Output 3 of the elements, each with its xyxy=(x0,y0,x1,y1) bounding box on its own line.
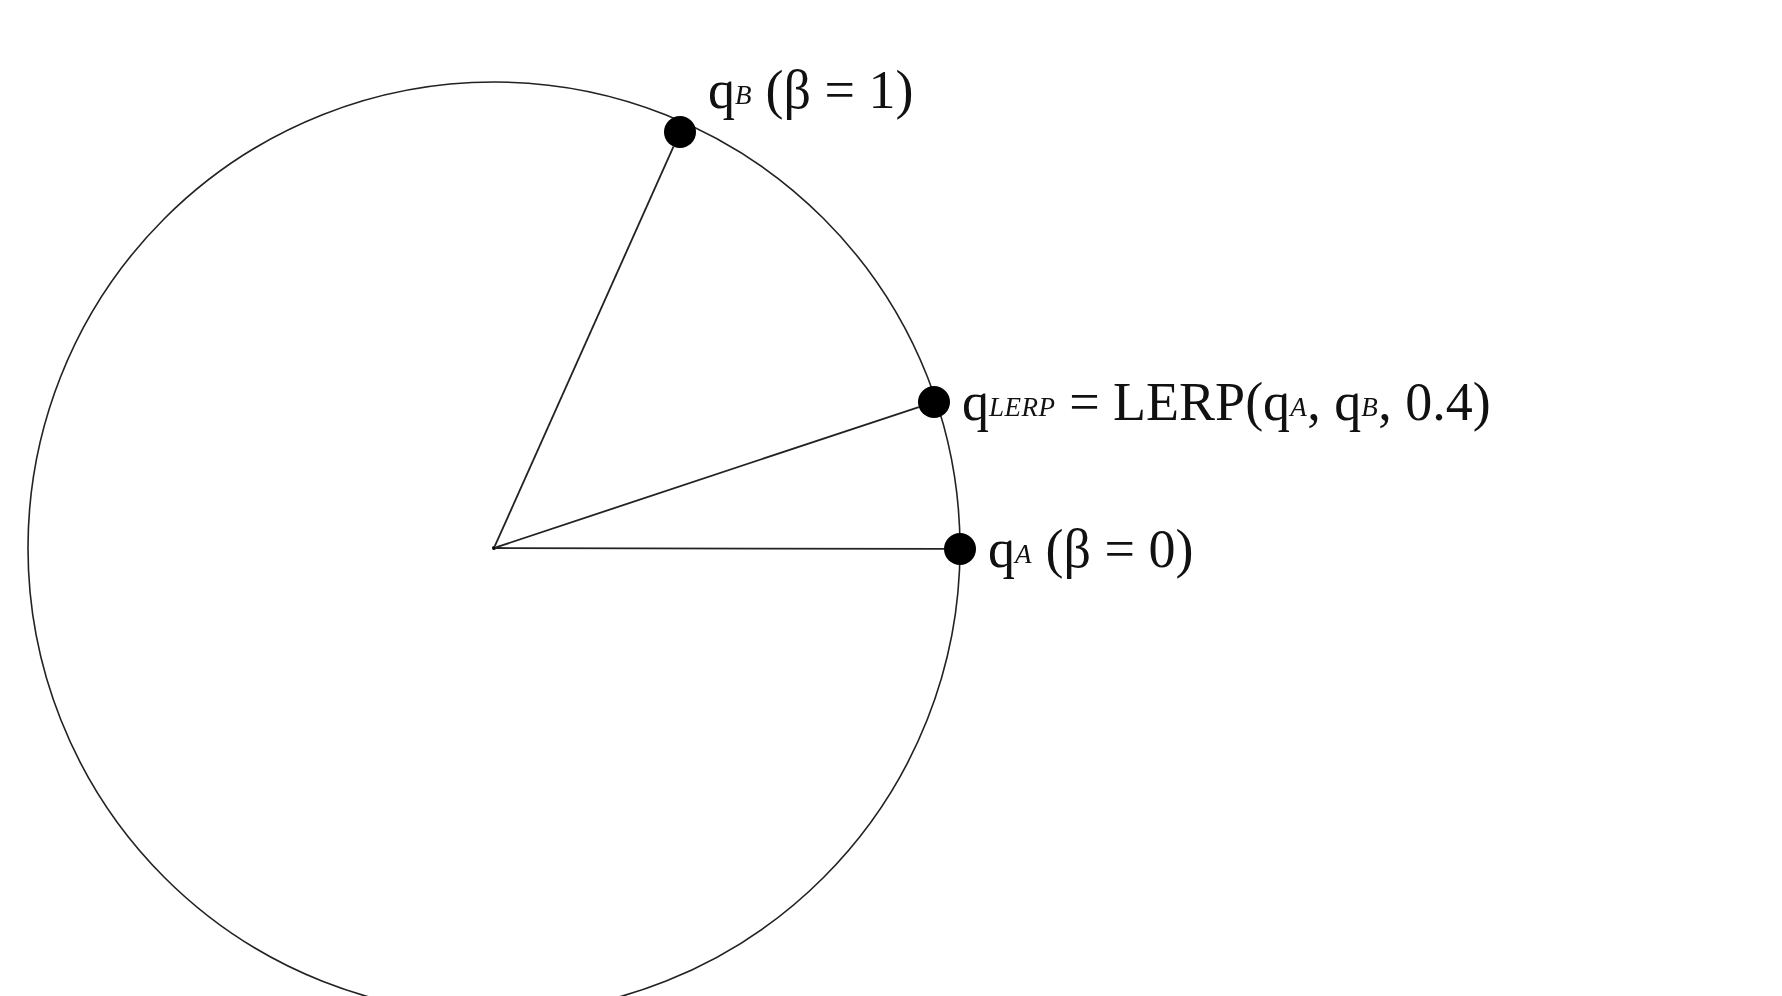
radius-line xyxy=(493,145,675,548)
radius-line xyxy=(495,547,945,550)
radius-line xyxy=(495,406,920,549)
